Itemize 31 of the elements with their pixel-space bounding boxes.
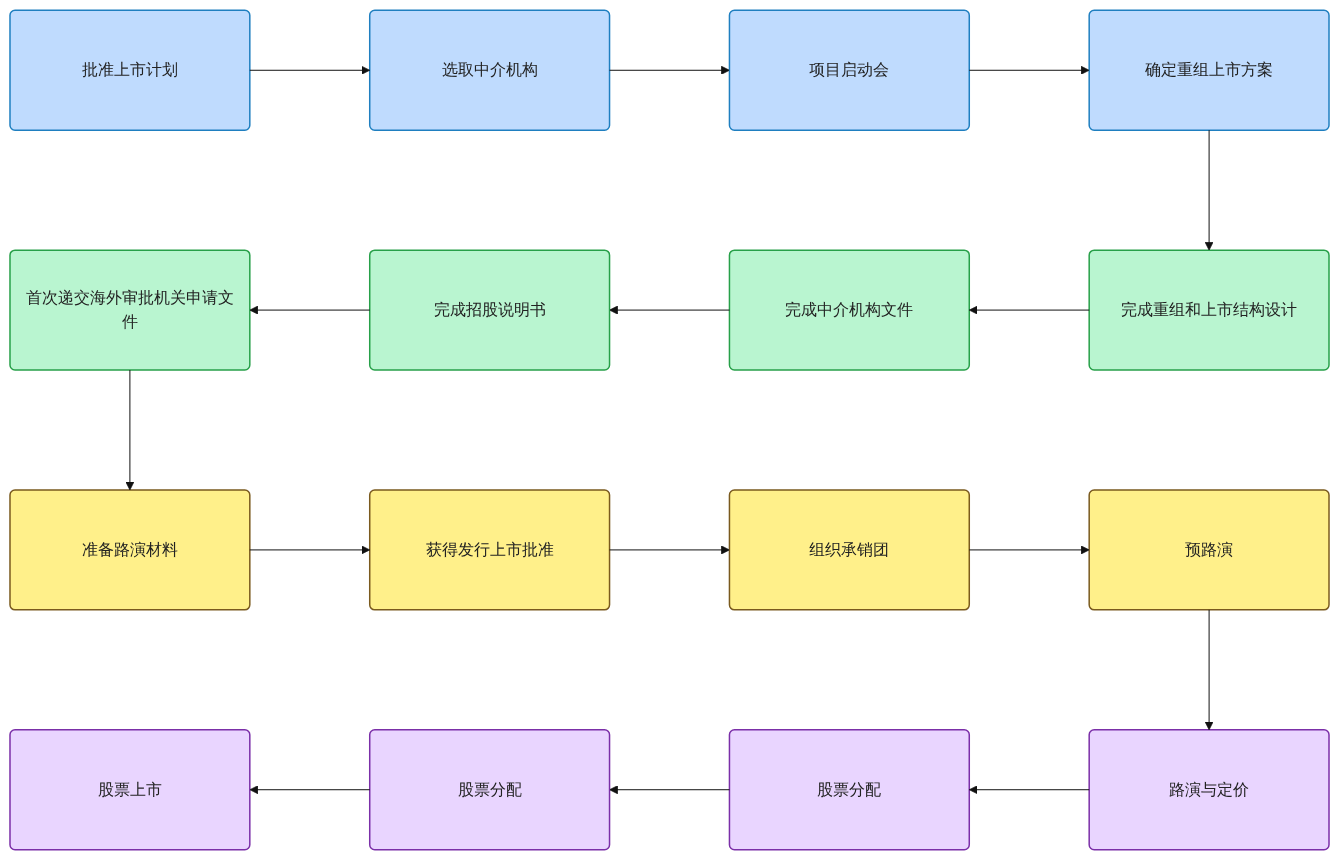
node-box: 获得发行上市批准 bbox=[368, 489, 611, 611]
node-box: 组织承销团 bbox=[728, 489, 971, 611]
node-box: 首次递交海外审批机关申请文件 bbox=[9, 249, 251, 371]
arrow bbox=[968, 545, 1090, 555]
node-box: 项目启动会 bbox=[728, 9, 971, 131]
node-box: 完成招股说明书 bbox=[368, 249, 611, 371]
node-box: 股票分配 bbox=[728, 729, 971, 851]
node-box: 准备路演材料 bbox=[9, 489, 251, 611]
node-box: 批准上市计划 bbox=[9, 9, 251, 131]
arrow bbox=[609, 785, 730, 795]
arrow bbox=[609, 65, 730, 75]
arrow bbox=[968, 305, 1090, 315]
arrow bbox=[249, 65, 371, 75]
node-box: 股票分配 bbox=[368, 729, 611, 851]
node-box: 完成重组和上市结构设计 bbox=[1088, 249, 1330, 371]
arrow bbox=[609, 545, 730, 555]
arrow bbox=[968, 785, 1090, 795]
arrow bbox=[249, 545, 371, 555]
node-box: 确定重组上市方案 bbox=[1088, 9, 1330, 131]
arrow bbox=[249, 785, 371, 795]
node-box: 路演与定价 bbox=[1088, 729, 1330, 851]
node-box: 股票上市 bbox=[9, 729, 251, 851]
arrow bbox=[125, 369, 135, 491]
node-box: 选取中介机构 bbox=[368, 9, 611, 131]
arrow bbox=[1204, 609, 1214, 731]
arrow bbox=[968, 65, 1090, 75]
arrow bbox=[609, 305, 730, 315]
arrow bbox=[1204, 129, 1214, 251]
node-box: 预路演 bbox=[1088, 489, 1330, 611]
arrow bbox=[249, 305, 371, 315]
node-box: 完成中介机构文件 bbox=[728, 249, 971, 371]
